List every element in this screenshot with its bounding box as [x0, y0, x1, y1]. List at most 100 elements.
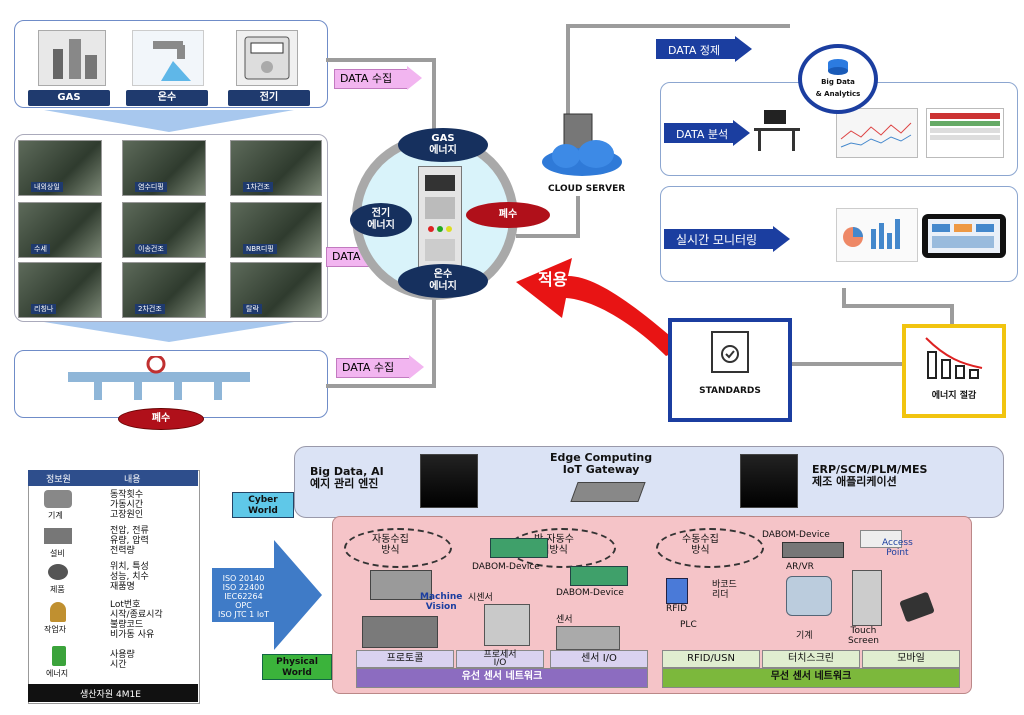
wastewater-pipe-panel: [14, 350, 328, 418]
process-photo: 수세: [18, 202, 102, 258]
process-photo: 탈락: [230, 262, 322, 318]
down-arrow: [44, 322, 294, 342]
faucet-icon: [132, 30, 204, 86]
table-row-source: 제품: [50, 585, 65, 594]
machine-icon: [44, 490, 72, 508]
controller-cabinet-icon: [418, 166, 462, 268]
sensor-rack-icon: [556, 626, 620, 650]
analysis-table-thumbnail: [926, 108, 1004, 158]
standards-list: ISO 20140 ISO 22400 IEC62264 OPC ISO JTC…: [218, 574, 269, 619]
sensor-label: 센서: [556, 615, 573, 625]
connector-line: [566, 24, 570, 130]
manual-label: 수동수집 방식: [682, 534, 719, 556]
table-row-source: 설비: [50, 549, 65, 558]
tablet-dashboard-thumbnail: [922, 214, 1006, 258]
energy-saving-label: 에너지 절감: [931, 391, 977, 401]
energy-saving-box: 에너지 절감: [902, 324, 1006, 418]
wired-network-bar: 유선 센서 네트워크: [356, 668, 648, 688]
cyber-world-band: [294, 446, 1004, 518]
analysis-chart-thumbnail: [836, 108, 918, 158]
utility-label-electricity: 전기: [228, 90, 310, 106]
connector-line: [576, 196, 580, 236]
data-collect-arrow: DATA 수집: [336, 355, 424, 379]
standards-arrow: [212, 540, 322, 650]
desk-icon: [752, 108, 802, 154]
table-row-content: 사용량 시간: [110, 650, 135, 670]
bigdata-ai-label: Big Data, AI 예지 관리 엔진: [310, 465, 384, 490]
process-photo: 내외상일: [18, 140, 102, 196]
table-row-content: 동작횟수 가동시간 고장원인: [110, 490, 144, 520]
connector-line: [432, 58, 436, 138]
connector-line: [516, 234, 580, 238]
physical-world-label: Physical World: [262, 654, 332, 680]
ar-vr-label: AR/VR: [786, 562, 814, 572]
touch-screen-label: Touch Screen: [848, 626, 879, 646]
process-photo: 염수디핑: [122, 140, 206, 196]
dabom-device-icon: [570, 566, 628, 586]
rfid-icon: [666, 578, 688, 604]
sensor-array-icon: [484, 604, 530, 646]
rfid-usn-bar: RFID/USN: [662, 650, 760, 668]
gateway-device-icon: [570, 482, 646, 502]
wireless-network-bar: 무선 센서 네트워크: [662, 668, 960, 688]
ar-vr-headset-icon: [786, 576, 832, 616]
bigdata-server-icon: [420, 454, 478, 508]
dabom-router-icon: [782, 542, 844, 558]
plc-label: PLC: [680, 620, 697, 630]
protocol-bar: 프로토콜: [356, 650, 454, 668]
connector-line: [326, 58, 436, 62]
table-row-source: 에너지: [46, 669, 69, 678]
equipment-icon: [44, 528, 72, 544]
machine-icon: [362, 616, 438, 648]
process-photo: NBR디핑: [230, 202, 322, 258]
apply-arrow: [516, 236, 686, 356]
cyber-world-label: Cyber World: [232, 492, 294, 518]
table-row-source: 기계: [48, 511, 63, 520]
standards-label: STANDARDS: [699, 386, 761, 396]
sensor-tag-label: 시센서: [468, 593, 493, 603]
mobile-bar: 모바일: [862, 650, 960, 668]
process-photo: 리칭나: [18, 262, 102, 318]
connector-line: [842, 304, 954, 308]
dabom-device-icon: [490, 538, 548, 558]
energy-battery-icon: [52, 646, 66, 666]
dabom-device-label: DABOM-Device: [556, 588, 624, 598]
table-header-source: 정보원: [46, 475, 71, 485]
dabom-device-label: DABOM-Device: [762, 530, 830, 540]
touchscreen-bar: 터치스크린: [762, 650, 860, 668]
gas-energy-label: GAS 에너지: [398, 128, 488, 162]
connector-line: [326, 384, 436, 388]
bigdata-label: Big Data & Analytics: [815, 78, 861, 98]
worker-icon: [50, 602, 66, 622]
auto-collect-ellipse: [344, 528, 452, 568]
erp-server-icon: [740, 454, 798, 508]
barcode-label: 바코드 리더: [712, 580, 737, 600]
pipe-image: [64, 354, 254, 408]
down-arrow: [44, 110, 294, 132]
connector-line: [432, 290, 436, 388]
gas-plant-icon: [38, 30, 106, 86]
edge-gateway-label: Edge Computing IoT Gateway: [550, 451, 653, 476]
plc-panel-icon: [370, 570, 432, 600]
electric-energy-label: 전기 에너지: [350, 203, 412, 237]
access-point-icon: [860, 530, 902, 548]
electric-meter-icon: [236, 30, 298, 86]
table-footer-label: 생산자원 4M1E: [80, 690, 141, 700]
table-row-content: 위치, 특성 성능, 치수 재품명: [110, 562, 149, 592]
cloud-server-label: CLOUD SERVER: [548, 184, 626, 194]
data-collect-arrow: DATA 수집: [334, 66, 422, 90]
data-refine-arrow: DATA 정제: [656, 36, 752, 62]
erp-label: ERP/SCM/PLM/MES 제조 애플리케이션: [812, 463, 928, 488]
process-photo: 1차건조: [230, 140, 322, 196]
bigdata-analytics-icon: Big Data & Analytics: [798, 44, 878, 114]
machine-vision-label: Machine Vision: [420, 592, 463, 612]
hotwater-energy-label: 온수 에너지: [398, 264, 488, 298]
process-photo: 이송건조: [122, 202, 206, 258]
table-header-content: 내용: [124, 475, 141, 485]
connector-line: [786, 362, 904, 366]
realtime-monitoring-arrow: 실시간 모니터링: [664, 226, 790, 252]
table-header: [28, 470, 198, 486]
utility-label-gas: GAS: [28, 90, 110, 106]
standards-box: STANDARDS: [668, 318, 792, 422]
processor-io-bar: 프로세서 I/O: [456, 650, 544, 668]
